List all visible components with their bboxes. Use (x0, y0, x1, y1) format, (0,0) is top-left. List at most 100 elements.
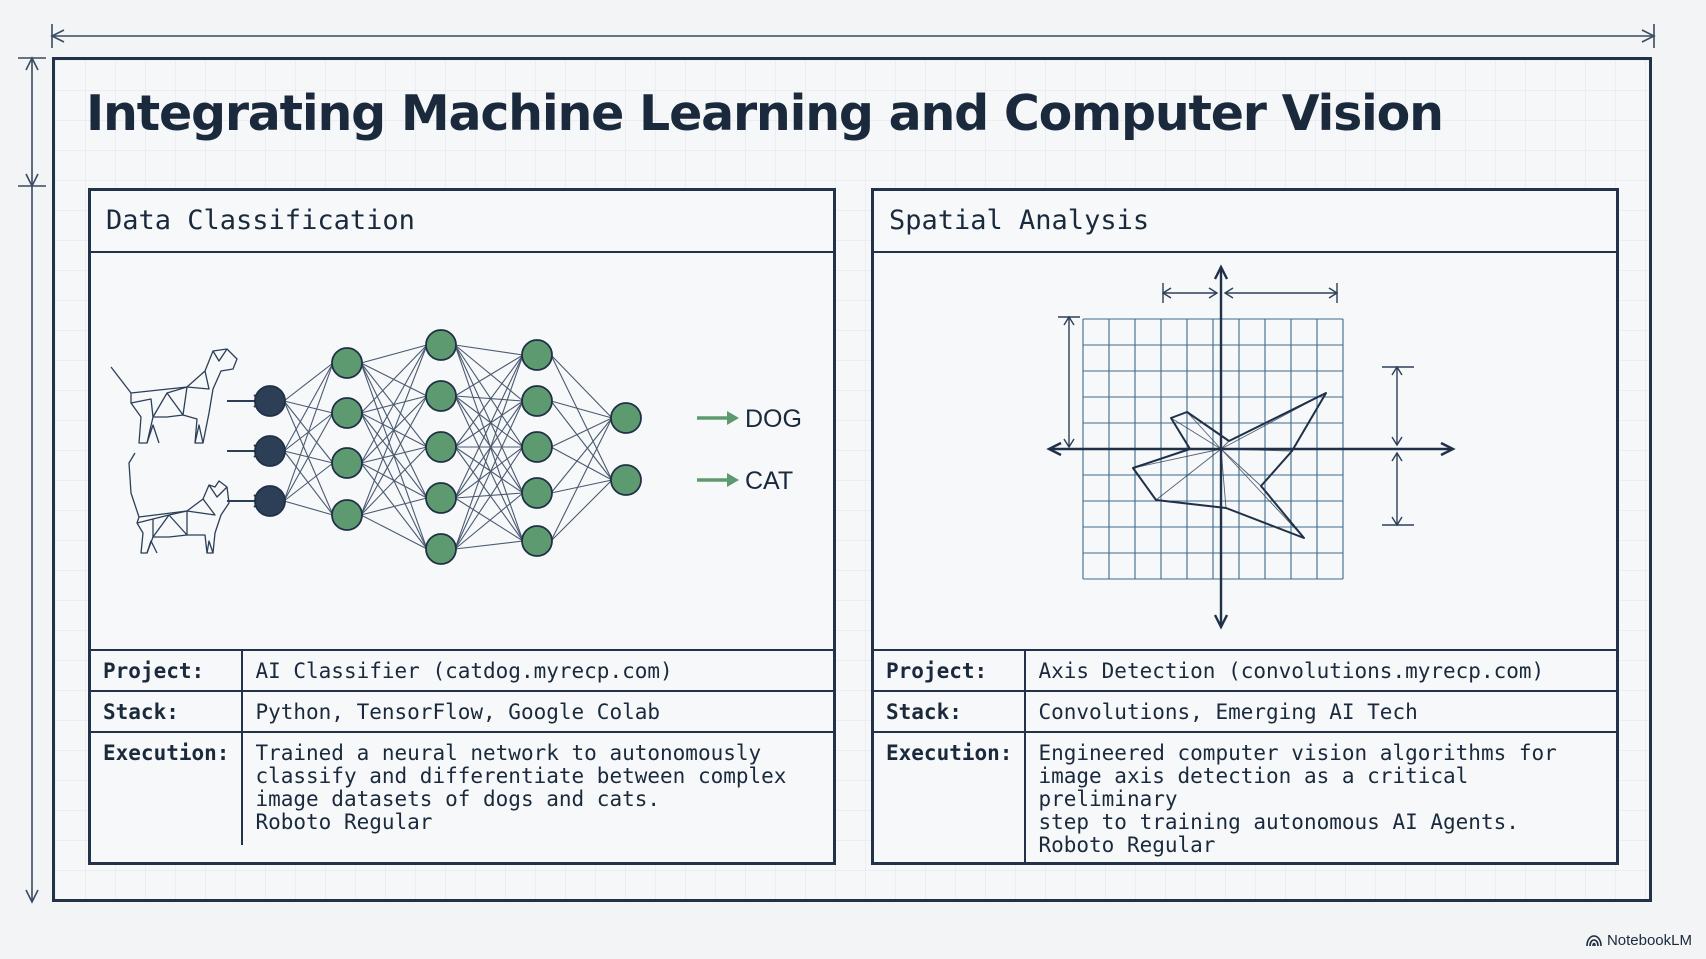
panel-title: Spatial Analysis (889, 205, 1150, 236)
network-edge (454, 344, 524, 356)
network-edge (550, 354, 613, 419)
network-edge (283, 362, 334, 502)
project-info-table: Project: Axis Detection (convolutions.my… (874, 649, 1616, 864)
network-edge (454, 400, 524, 550)
row-value: AI Classifier (catdog.myrecp.com) (242, 650, 833, 692)
output-label-dog: DOG (745, 405, 802, 433)
network-node (425, 533, 457, 565)
network-edge (454, 400, 524, 448)
network-edge (283, 500, 334, 516)
network-node (331, 499, 363, 531)
network-edge (454, 446, 524, 499)
network-edge (360, 395, 428, 516)
star-ray (1132, 448, 1222, 469)
network-edge (550, 479, 613, 494)
network-edge (454, 344, 524, 402)
network-edge (454, 492, 524, 499)
network-edge (283, 450, 334, 516)
network-edge (454, 540, 524, 550)
network-edge (550, 446, 613, 481)
row-value: Convolutions, Emerging AI Tech (1025, 691, 1616, 733)
network-edge (454, 400, 524, 499)
network-edge (454, 446, 524, 550)
network-edge (454, 446, 524, 542)
panel-header: Spatial Analysis (874, 191, 1616, 253)
brand-name: NotebookLM (1606, 932, 1692, 949)
star-ray (1220, 448, 1305, 539)
table-row: Execution: Trained a neural network to a… (91, 732, 833, 845)
network-connections (283, 344, 613, 550)
neural-network-illustration: DOG CAT (110, 329, 802, 565)
star-ray (1186, 411, 1222, 450)
network-edge (360, 344, 428, 414)
row-label: Project: (91, 650, 244, 692)
network-edge (283, 462, 334, 502)
table-row: Stack: Python, TensorFlow, Google Colab (91, 691, 833, 733)
network-edge (454, 354, 524, 397)
table-row: Project: Axis Detection (convolutions.my… (874, 650, 1616, 692)
network-node (521, 431, 553, 463)
network-edge (550, 417, 613, 494)
network-node (254, 485, 286, 517)
output-arrows (697, 411, 739, 487)
network-nodes (254, 329, 642, 565)
panel-title: Data Classification (106, 205, 415, 236)
network-edge (360, 344, 428, 364)
main-axes (1046, 264, 1456, 630)
row-label: Project: (874, 650, 1027, 692)
network-edge (550, 400, 613, 481)
measurement-arrows (1058, 283, 1414, 527)
network-edge (454, 344, 524, 494)
star-ray (1220, 392, 1327, 450)
network-node (254, 435, 286, 467)
network-node (521, 385, 553, 417)
network-node (521, 477, 553, 509)
table-row: Project: AI Classifier (catdog.myrecp.co… (91, 650, 833, 692)
notebooklm-brand: NotebookLM (1586, 932, 1692, 949)
network-node (521, 339, 553, 371)
row-value: Trained a neural network to autonomously… (255, 741, 787, 834)
network-edge (454, 492, 524, 550)
network-edge (454, 344, 524, 448)
network-edge (454, 395, 524, 448)
project-info-table: Project: AI Classifier (catdog.myrecp.co… (91, 649, 833, 845)
network-edge (283, 412, 334, 502)
network-node (331, 347, 363, 379)
row-value: Axis Detection (convolutions.myrecp.com) (1025, 650, 1616, 692)
row-label: Stack: (874, 691, 1027, 733)
network-edge (550, 400, 613, 419)
network-edge (550, 417, 613, 448)
network-node (521, 525, 553, 557)
network-edge (454, 354, 524, 550)
dog-icon (110, 348, 238, 444)
network-node (425, 431, 457, 463)
table-row: Stack: Convolutions, Emerging AI Tech (874, 691, 1616, 733)
row-label: Stack: (91, 691, 244, 733)
star-ray (1220, 440, 1230, 450)
star-ray (1220, 448, 1262, 487)
network-edge (360, 514, 428, 550)
page-title: Integrating Machine Learning and Compute… (86, 85, 1444, 142)
network-node (425, 329, 457, 361)
network-edge (283, 362, 334, 402)
axis-detection-illustration (1046, 264, 1456, 630)
network-node (425, 482, 457, 514)
star-shape (1132, 392, 1327, 539)
network-edge (454, 354, 524, 499)
network-edge (454, 395, 524, 542)
network-edge (454, 395, 524, 402)
network-edge (550, 354, 613, 481)
network-edge (360, 344, 428, 516)
network-edge (454, 395, 524, 494)
network-node (331, 397, 363, 429)
row-label: Execution: (874, 732, 1027, 864)
network-node (331, 447, 363, 479)
network-node (425, 380, 457, 412)
network-edge (454, 354, 524, 448)
panel-header: Data Classification (91, 191, 833, 253)
spatial-analysis-panel: Spatial Analysis (871, 188, 1619, 865)
output-label-cat: CAT (745, 467, 793, 495)
network-edge (360, 344, 428, 464)
star-ray (1155, 448, 1222, 501)
